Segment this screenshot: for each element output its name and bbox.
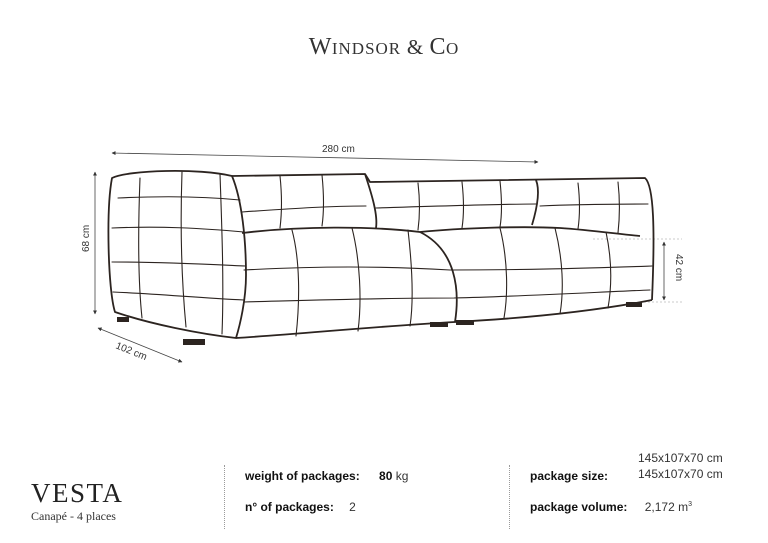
width-label: 280 cm bbox=[322, 144, 355, 155]
width-dimension: 280 cm bbox=[111, 144, 539, 164]
tufting bbox=[111, 171, 653, 337]
brand-logo: WINDSOR & CO bbox=[308, 34, 460, 60]
sofa-drawing: 280 cm 68 cm 102 cm 42 cm bbox=[81, 144, 684, 363]
depth-dimension: 102 cm bbox=[97, 327, 183, 363]
height-label: 68 cm bbox=[81, 225, 92, 252]
depth-label: 102 cm bbox=[114, 341, 149, 363]
spec-volume: package volume: 2,172 m3 bbox=[530, 500, 692, 514]
product-name: VESTA bbox=[31, 478, 124, 508]
product-subtitle: Canapé - 4 places bbox=[31, 509, 116, 523]
spec-weight: weight of packages: 80 kg bbox=[245, 469, 409, 483]
spec-divider-1 bbox=[224, 465, 225, 529]
spec-packages: n° of packages: 2 bbox=[245, 500, 356, 514]
spec-package-size-2: 145x107x70 cm bbox=[638, 467, 723, 481]
seat-height-dimension: 42 cm bbox=[593, 238, 684, 303]
spec-divider-2 bbox=[509, 465, 510, 529]
seat-height-label: 42 cm bbox=[673, 254, 684, 281]
height-dimension: 68 cm bbox=[81, 171, 97, 315]
sofa-feet bbox=[117, 302, 642, 345]
sofa-outline bbox=[107, 170, 655, 339]
spec-package-size-1: 145x107x70 cm bbox=[638, 451, 723, 465]
spec-package-size-label: package size: bbox=[530, 469, 609, 483]
